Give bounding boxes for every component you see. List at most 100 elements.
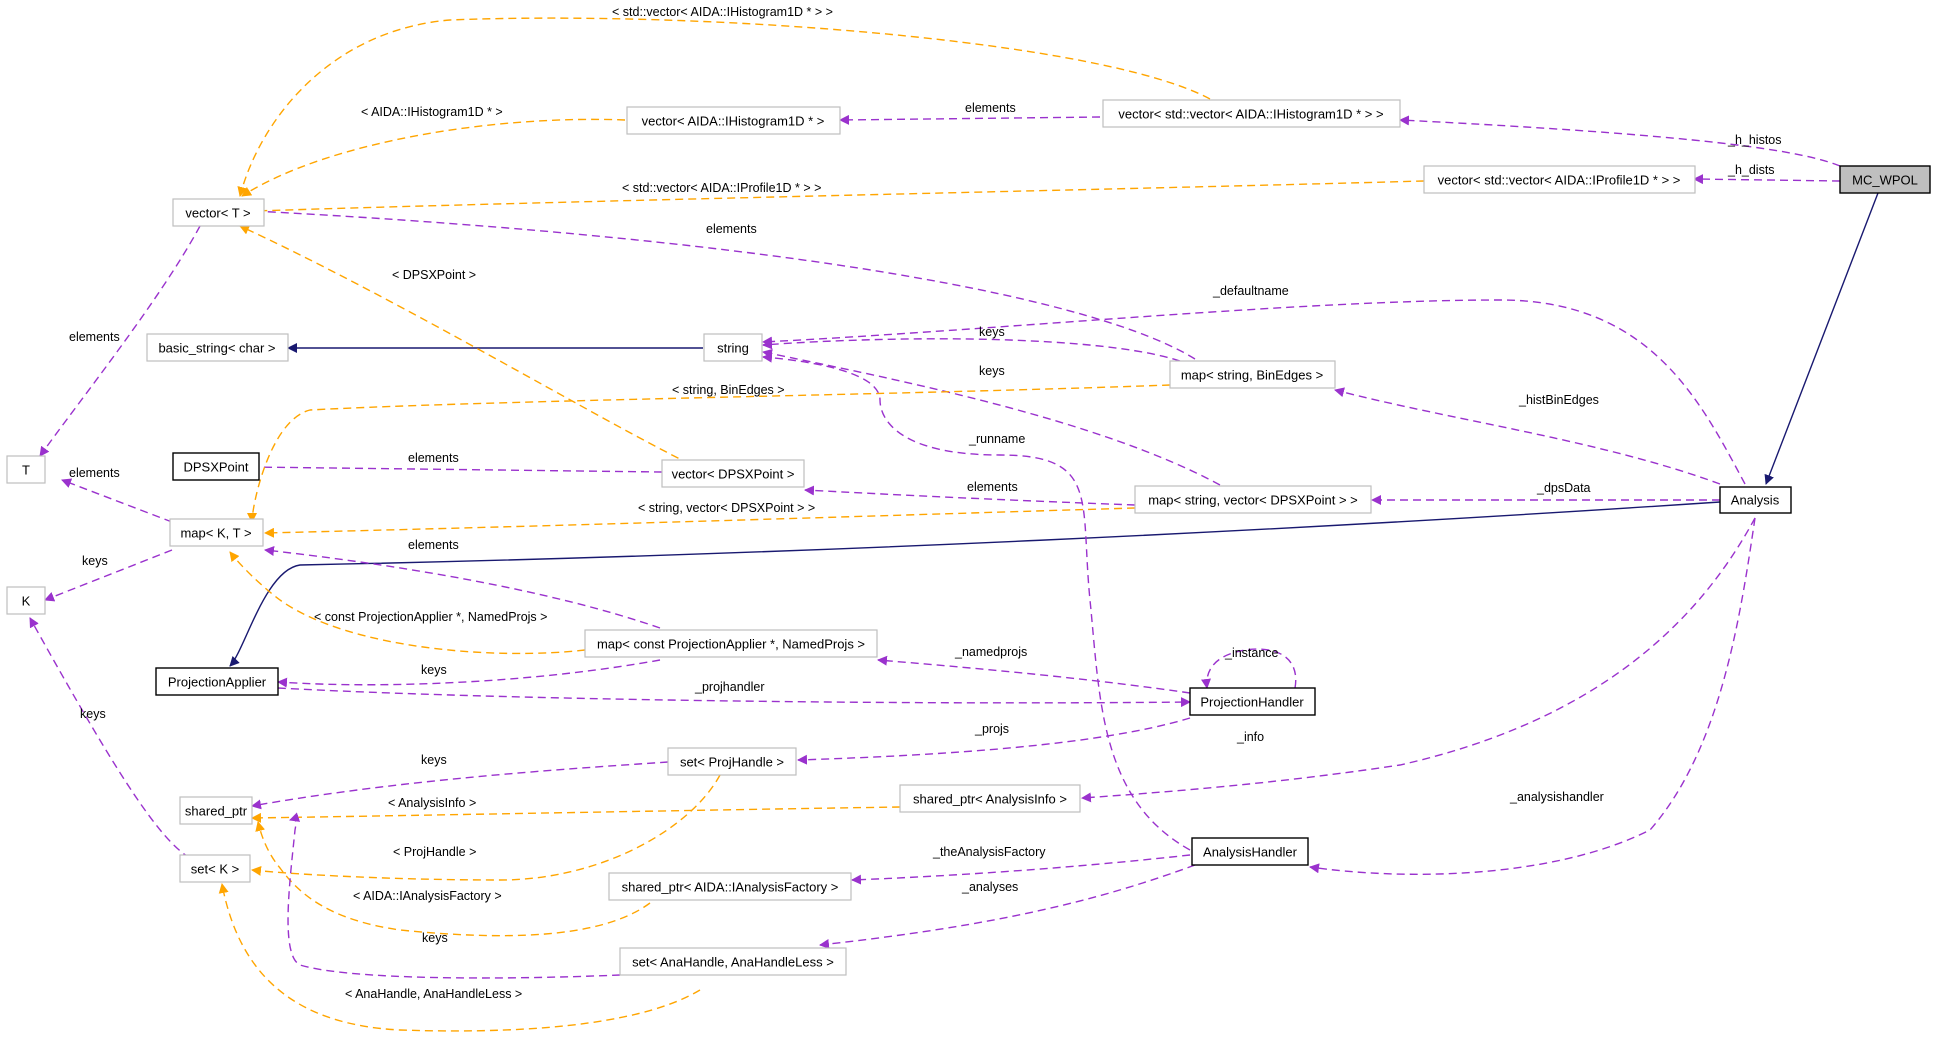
edge-elements-mapdps [804, 485, 1136, 506]
label-keys-set-anahandle: keys [422, 931, 448, 945]
label-histbinedges: _histBinEdges [1518, 393, 1599, 407]
node-shared-ptr-info-label: shared_ptr< AnalysisInfo > [913, 792, 1067, 807]
node-mc-wpol-label: MC_WPOL [1852, 173, 1918, 188]
edge-h-dists [1693, 174, 1841, 185]
label-tpl-anahandle: < AnaHandle, AnaHandleLess > [345, 987, 522, 1001]
edge-tpl-iaanalysisfactory [255, 821, 651, 937]
node-analysis-label: Analysis [1731, 493, 1780, 508]
node-string[interactable]: string [703, 333, 763, 362]
node-string-label: string [717, 341, 749, 356]
node-vec-vec-prof[interactable]: vector< std::vector< AIDA::IProfile1D * … [1423, 165, 1696, 194]
edges [29, 17, 1879, 1032]
label-keys-set-k: keys [80, 707, 106, 721]
node-set-anahandle-label: set< AnaHandle, AnaHandleLess > [632, 955, 834, 970]
edge-projhandler [277, 687, 1191, 708]
edge-runname [762, 352, 1191, 851]
edge-keys-mapproj [277, 659, 661, 688]
label-h-dists: _h_dists [1727, 163, 1775, 177]
edge-namedprojs [877, 655, 1191, 694]
node-shared-ptr-factory[interactable]: shared_ptr< AIDA::IAnalysisFactory > [608, 872, 852, 901]
node-projection-handler-label: ProjectionHandler [1200, 695, 1304, 710]
node-shared-ptr[interactable]: shared_ptr [179, 796, 253, 825]
edge-labels: _h_histos _h_dists elements < std::vecto… [69, 5, 1782, 1001]
node-projection-applier-label: ProjectionApplier [168, 675, 267, 690]
node-vector-dpsxpoint[interactable]: vector< DPSXPoint > [661, 459, 805, 488]
node-t[interactable]: T [6, 455, 46, 484]
edge-keys-set-projhandle [251, 761, 669, 810]
label-elements-vvh: elements [965, 101, 1016, 115]
node-vec-vec-histo[interactable]: vector< std::vector< AIDA::IHistogram1D … [1102, 99, 1401, 128]
node-set-k[interactable]: set< K > [179, 854, 251, 883]
node-map-projapplier[interactable]: map< const ProjectionApplier *, NamedPro… [584, 629, 878, 658]
edge-tpl-vec-histo [241, 118, 626, 197]
node-analysis-handler[interactable]: AnalysisHandler [1191, 837, 1309, 866]
edge-h-histos [1399, 115, 1841, 167]
node-vector-t-label: vector< T > [185, 206, 250, 221]
node-k[interactable]: K [6, 586, 46, 615]
edge-vector-t-elements [39, 225, 201, 457]
node-projection-applier[interactable]: ProjectionApplier [155, 667, 279, 696]
label-elements-dpsx: elements [408, 451, 459, 465]
node-basic-string[interactable]: basic_string< char > [146, 333, 289, 362]
label-theanalysisfactory: _theAnalysisFactory [932, 845, 1046, 859]
label-runname: _runname [968, 432, 1025, 446]
label-tpl-projhandle: < ProjHandle > [393, 845, 476, 859]
edge-elements-dpsx [249, 462, 663, 473]
label-keys-map-k: keys [82, 554, 108, 568]
edge-keys-mapbin [762, 338, 1181, 362]
label-info: _info [1236, 730, 1264, 744]
node-map-kt[interactable]: map< K, T > [169, 518, 264, 547]
label-keys-mapproj: keys [421, 663, 447, 677]
node-map-kt-label: map< K, T > [180, 526, 251, 541]
node-set-projhandle[interactable]: set< ProjHandle > [667, 747, 797, 776]
node-dpsxpoint[interactable]: DPSXPoint [172, 452, 260, 481]
node-mc-wpol[interactable]: MC_WPOL [1839, 165, 1931, 194]
node-map-string-binedges-label: map< string, BinEdges > [1181, 368, 1323, 383]
label-tpl-dpsxpoint: < DPSXPoint > [392, 268, 476, 282]
label-defaultname: _defaultname [1212, 284, 1289, 298]
node-vector-dpsxpoint-label: vector< DPSXPoint > [672, 467, 795, 482]
edge-theanalysisfactory [851, 854, 1191, 885]
label-dpsdata: _dpsData [1536, 481, 1591, 495]
label-elements-vector-t: elements [69, 330, 120, 344]
node-set-projhandle-label: set< ProjHandle > [680, 755, 784, 770]
edge-keys-map-k [44, 549, 173, 602]
edge-tpl-string-vec-dps [264, 507, 1136, 538]
node-vec-vec-prof-label: vector< std::vector< AIDA::IProfile1D * … [1438, 173, 1681, 188]
node-shared-ptr-factory-label: shared_ptr< AIDA::IAnalysisFactory > [622, 880, 839, 895]
node-vec-histo[interactable]: vector< AIDA::IHistogram1D * > [626, 106, 841, 135]
label-tpl-vec-vec-prof: < std::vector< AIDA::IProfile1D * > > [622, 181, 821, 195]
edge-tpl-analysisinfo [251, 806, 901, 823]
node-map-string-binedges[interactable]: map< string, BinEdges > [1169, 360, 1336, 389]
edge-analysis-projectionapplier [229, 501, 1721, 667]
edge-info [1081, 517, 1756, 803]
edge-tpl-dpsxpoint [239, 225, 691, 465]
node-shared-ptr-label: shared_ptr [185, 804, 248, 819]
edge-instance [1201, 648, 1297, 689]
label-keys-mapbin: keys [979, 325, 1005, 339]
label-elements-mapdps: elements [967, 480, 1018, 494]
node-projection-handler[interactable]: ProjectionHandler [1189, 687, 1316, 716]
node-set-anahandle[interactable]: set< AnaHandle, AnaHandleLess > [619, 947, 847, 976]
node-analysis[interactable]: Analysis [1719, 486, 1792, 514]
node-dpsxpoint-label: DPSXPoint [183, 460, 248, 475]
node-map-string-vec-dps[interactable]: map< string, vector< DPSXPoint > > [1134, 485, 1372, 514]
node-k-label: K [22, 594, 31, 609]
edge-histbinedges [1334, 387, 1721, 485]
edge-tpl-anahandle [218, 883, 701, 1032]
edge-analysishandler [1309, 517, 1756, 875]
node-t-label: T [22, 463, 30, 478]
label-tpl-string-binedges: < string, BinEdges > [672, 383, 785, 397]
node-vec-vec-histo-label: vector< std::vector< AIDA::IHistogram1D … [1118, 107, 1383, 122]
label-analysishandler: _analysishandler [1509, 790, 1604, 804]
node-shared-ptr-info[interactable]: shared_ptr< AnalysisInfo > [899, 784, 1081, 813]
edge-keys-set-anahandle [287, 812, 621, 979]
node-vec-histo-label: vector< AIDA::IHistogram1D * > [642, 114, 825, 129]
label-tpl-analysisinfo: < AnalysisInfo > [388, 796, 476, 810]
label-elements-mapproj: elements [408, 538, 459, 552]
edge-defaultname [762, 299, 1746, 485]
node-vector-t[interactable]: vector< T > [172, 198, 265, 227]
label-tpl-vec-histo: < AIDA::IHistogram1D * > [361, 105, 503, 119]
label-projhandler: _projhandler [694, 680, 765, 694]
